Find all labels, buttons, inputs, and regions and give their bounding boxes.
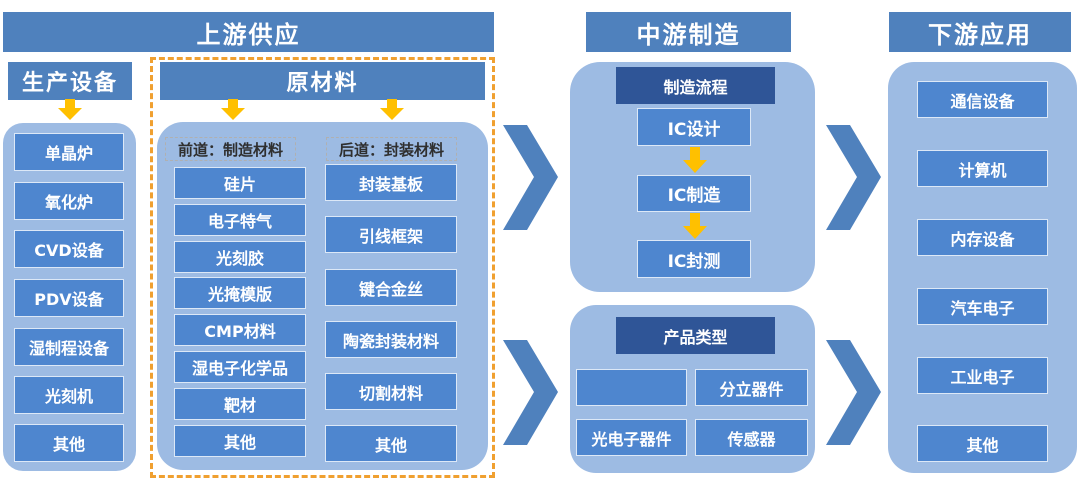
front-material-item: 靶材 [174,388,306,420]
process-step: IC封测 [637,240,751,278]
equipment-item: CVD设备 [14,230,124,268]
arrow-down-icon [683,213,707,239]
chevron-right-icon [826,340,881,445]
front-material-item: 硅片 [174,167,306,199]
application-item: 计算机 [917,150,1048,187]
chevron-right-icon [503,125,558,230]
front-material-item: CMP材料 [174,314,306,346]
materials-header: 原材料 [160,62,485,100]
back-material-item: 封装基板 [325,164,457,201]
downstream-header: 下游应用 [889,12,1071,52]
back-material-item: 切割材料 [325,373,457,410]
equipment-item: 单晶炉 [14,133,124,171]
product-item: 分立器件 [695,369,808,406]
front-material-item: 光刻胶 [174,241,306,273]
product-item [576,369,687,406]
equipment-item: 光刻机 [14,376,124,414]
front-material-item: 光掩模版 [174,277,306,309]
product-item: 光电子器件 [576,419,687,456]
process-step: IC制造 [637,175,751,212]
equipment-item: PDV设备 [14,279,124,317]
application-item: 汽车电子 [917,288,1048,325]
equipment-item: 氧化炉 [14,182,124,220]
equipment-item: 湿制程设备 [14,328,124,366]
chevron-right-icon [826,125,881,230]
process-title: 制造流程 [616,67,775,104]
arrow-down-icon [683,147,707,173]
arrow-down-icon [221,99,245,120]
application-item: 其他 [917,425,1048,462]
equipment-header: 生产设备 [8,62,132,100]
arrow-down-icon [58,99,82,120]
product-item: 传感器 [695,419,808,456]
front-material-item: 其他 [174,425,306,457]
upstream-header: 上游供应 [3,12,494,52]
front-material-item: 电子特气 [174,204,306,236]
back-material-item: 其他 [325,425,457,462]
process-step: IC设计 [637,108,751,146]
application-item: 通信设备 [917,81,1048,118]
back-material-item: 陶瓷封装材料 [325,321,457,358]
midstream-header: 中游制造 [586,12,791,52]
back-material-item: 引线框架 [325,216,457,253]
application-item: 工业电子 [917,357,1048,394]
back-material-item: 键合金丝 [325,269,457,306]
products-title: 产品类型 [616,317,775,354]
application-item: 内存设备 [917,219,1048,256]
equipment-item: 其他 [14,424,124,462]
front-materials-label: 前道：制造材料 [165,137,296,161]
front-material-item: 湿电子化学品 [174,351,306,383]
applications-panel [888,62,1077,473]
arrow-down-icon [380,99,404,120]
chevron-right-icon [503,340,558,445]
back-materials-label: 后道：封装材料 [326,137,457,161]
materials-dashed-frame [150,57,495,478]
